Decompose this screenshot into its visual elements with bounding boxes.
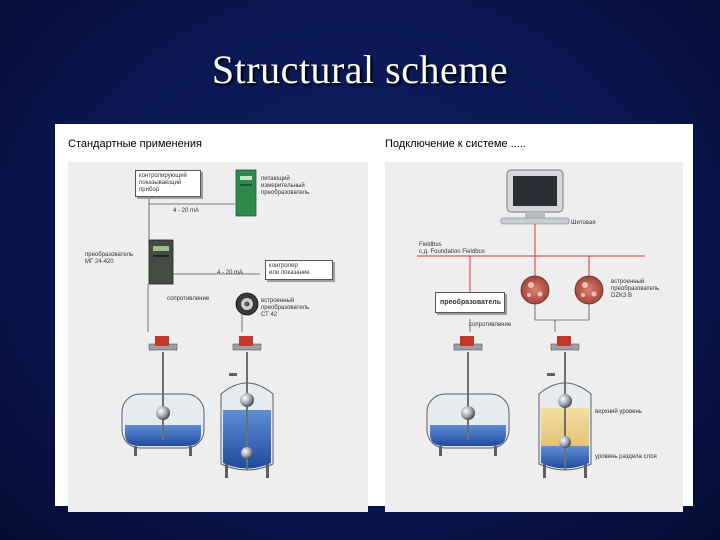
transmitter-label: преобразователь МГ 24-420 <box>85 252 134 265</box>
current-label-b: 4 - 20 mA <box>217 270 244 276</box>
fieldbus-label: Fieldbus с.д. Foundation Fieldbus <box>419 242 485 255</box>
converter-box: преобразователь <box>435 292 505 313</box>
left-vertical-tank <box>220 336 274 478</box>
interface-level-label: уровень раздела слоя <box>595 454 657 460</box>
converter-links <box>469 304 590 332</box>
power-converter-label: питающий измерительный преобразователь <box>261 176 310 196</box>
plc-label: Шитовая <box>571 220 596 226</box>
transmitter-module <box>148 239 174 285</box>
controller-indicator-box: контролирующий показывающий прибор <box>135 170 201 197</box>
plc-computer-monitor <box>500 169 570 225</box>
resistance-label-left: сопротивление <box>167 296 210 302</box>
left-horizontal-tank <box>121 336 205 456</box>
upper-level-label: верхний уровень <box>595 409 642 415</box>
converter-cluster-a <box>520 275 550 305</box>
left-panel-standard-applications <box>68 162 368 512</box>
left-panel-heading: Стандартные применения <box>68 138 202 150</box>
diagram-artwork <box>121 169 645 478</box>
built-in-converter-label-left: встроенный преобразователь СТ 42 <box>261 298 310 318</box>
built-in-converter-ct42 <box>235 292 259 316</box>
slide-title: Structural scheme <box>211 47 509 92</box>
fieldbus-wiring <box>417 224 645 292</box>
right-panel-heading: Подключение к системе ..... <box>385 138 526 150</box>
controller-display-box: контролер или показание <box>265 260 333 280</box>
current-label-a: 4 - 20 mA <box>173 208 200 214</box>
built-in-converter-label-right: встроенный преобразователь DZK3 B <box>611 279 660 299</box>
resistance-label-right: сопротивление <box>469 322 512 328</box>
right-horizontal-tank <box>426 336 510 456</box>
structural-scheme-figure: Стандартные применения Подключение к сис… <box>55 124 693 512</box>
right-vertical-tank <box>538 336 592 478</box>
power-converter-module <box>235 169 257 217</box>
converter-cluster-b <box>574 275 604 305</box>
